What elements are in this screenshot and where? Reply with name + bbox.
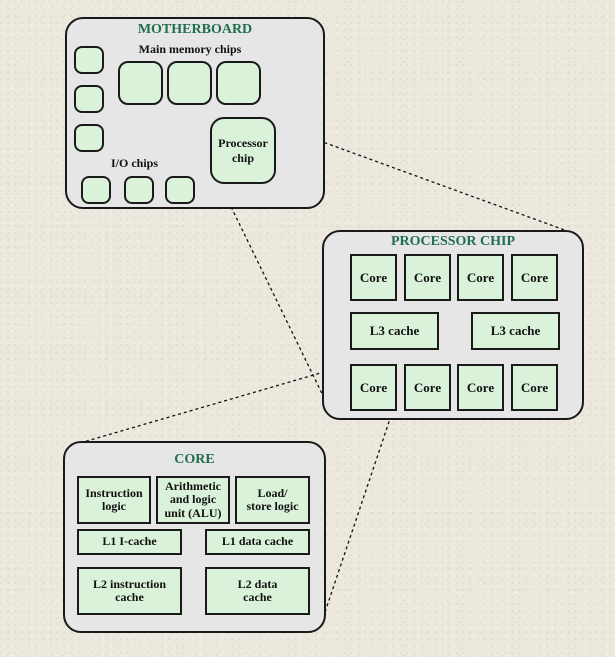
core-panel: CORE Instruction logic Arithmetic and lo… — [63, 441, 326, 633]
core-box: Core — [404, 364, 451, 411]
l2-icache-label: L2 instruction cache — [92, 576, 166, 604]
core-label: Core — [413, 269, 442, 285]
l1-dcache-box: L1 data cache — [205, 529, 310, 555]
side-chip — [74, 85, 104, 113]
side-chip — [74, 46, 104, 74]
side-chip — [74, 124, 104, 152]
processor-chip: Processor chip — [210, 117, 276, 184]
io-chip — [165, 176, 195, 204]
core-label: Core — [466, 269, 495, 285]
l2-icache-box: L2 instruction cache — [77, 567, 182, 615]
core-box: Core — [404, 254, 451, 301]
core-title: CORE — [174, 452, 215, 467]
motherboard-panel: MOTHERBOARD Main memory chips Processor … — [65, 17, 325, 209]
core-box: Core — [350, 364, 397, 411]
l2-dcache-label: L2 data cache — [237, 576, 278, 604]
core-box: Core — [457, 364, 504, 411]
connector-line — [79, 364, 349, 444]
l1-dcache-label: L1 data cache — [221, 534, 294, 549]
load-store-logic-box: Load/ store logic — [235, 476, 310, 524]
io-chip — [81, 176, 111, 204]
core-box: Core — [511, 364, 558, 411]
l3-cache-box: L3 cache — [350, 312, 439, 350]
memory-chip — [216, 61, 261, 105]
memory-chip — [167, 61, 212, 105]
connector-line — [322, 409, 394, 619]
alu-label: Arithmetic and logic unit (ALU) — [164, 479, 222, 520]
core-box: Core — [511, 254, 558, 301]
core-label: Core — [359, 269, 388, 285]
l3-cache-label: L3 cache — [490, 323, 541, 339]
l1-icache-label: L1 I-cache — [102, 534, 157, 549]
l3-cache-label: L3 cache — [369, 323, 420, 339]
instruction-logic-label: Instruction logic — [85, 485, 143, 513]
l1-icache-box: L1 I-cache — [77, 529, 182, 555]
core-box: Core — [350, 254, 397, 301]
main-memory-label: Main memory chips — [138, 42, 242, 56]
core-label: Core — [413, 379, 442, 395]
core-box: Core — [457, 254, 504, 301]
core-label: Core — [520, 379, 549, 395]
connector-line — [217, 179, 331, 411]
processor-chip-label: Processor chip — [218, 136, 268, 165]
processor-chip-panel: PROCESSOR CHIP Core Core Core Core L3 ca… — [322, 230, 584, 420]
core-label: Core — [359, 379, 388, 395]
alu-box: Arithmetic and logic unit (ALU) — [156, 476, 230, 524]
instruction-logic-box: Instruction logic — [77, 476, 151, 524]
motherboard-title: MOTHERBOARD — [137, 22, 253, 37]
core-label: Core — [520, 269, 549, 285]
io-chip — [124, 176, 154, 204]
processor-chip-title: PROCESSOR CHIP — [390, 234, 516, 249]
load-store-logic-label: Load/ store logic — [246, 485, 299, 513]
l3-cache-box: L3 cache — [471, 312, 560, 350]
l2-dcache-box: L2 data cache — [205, 567, 310, 615]
io-chips-label: I/O chips — [110, 156, 158, 170]
core-label: Core — [466, 379, 495, 395]
memory-chip — [118, 61, 163, 105]
